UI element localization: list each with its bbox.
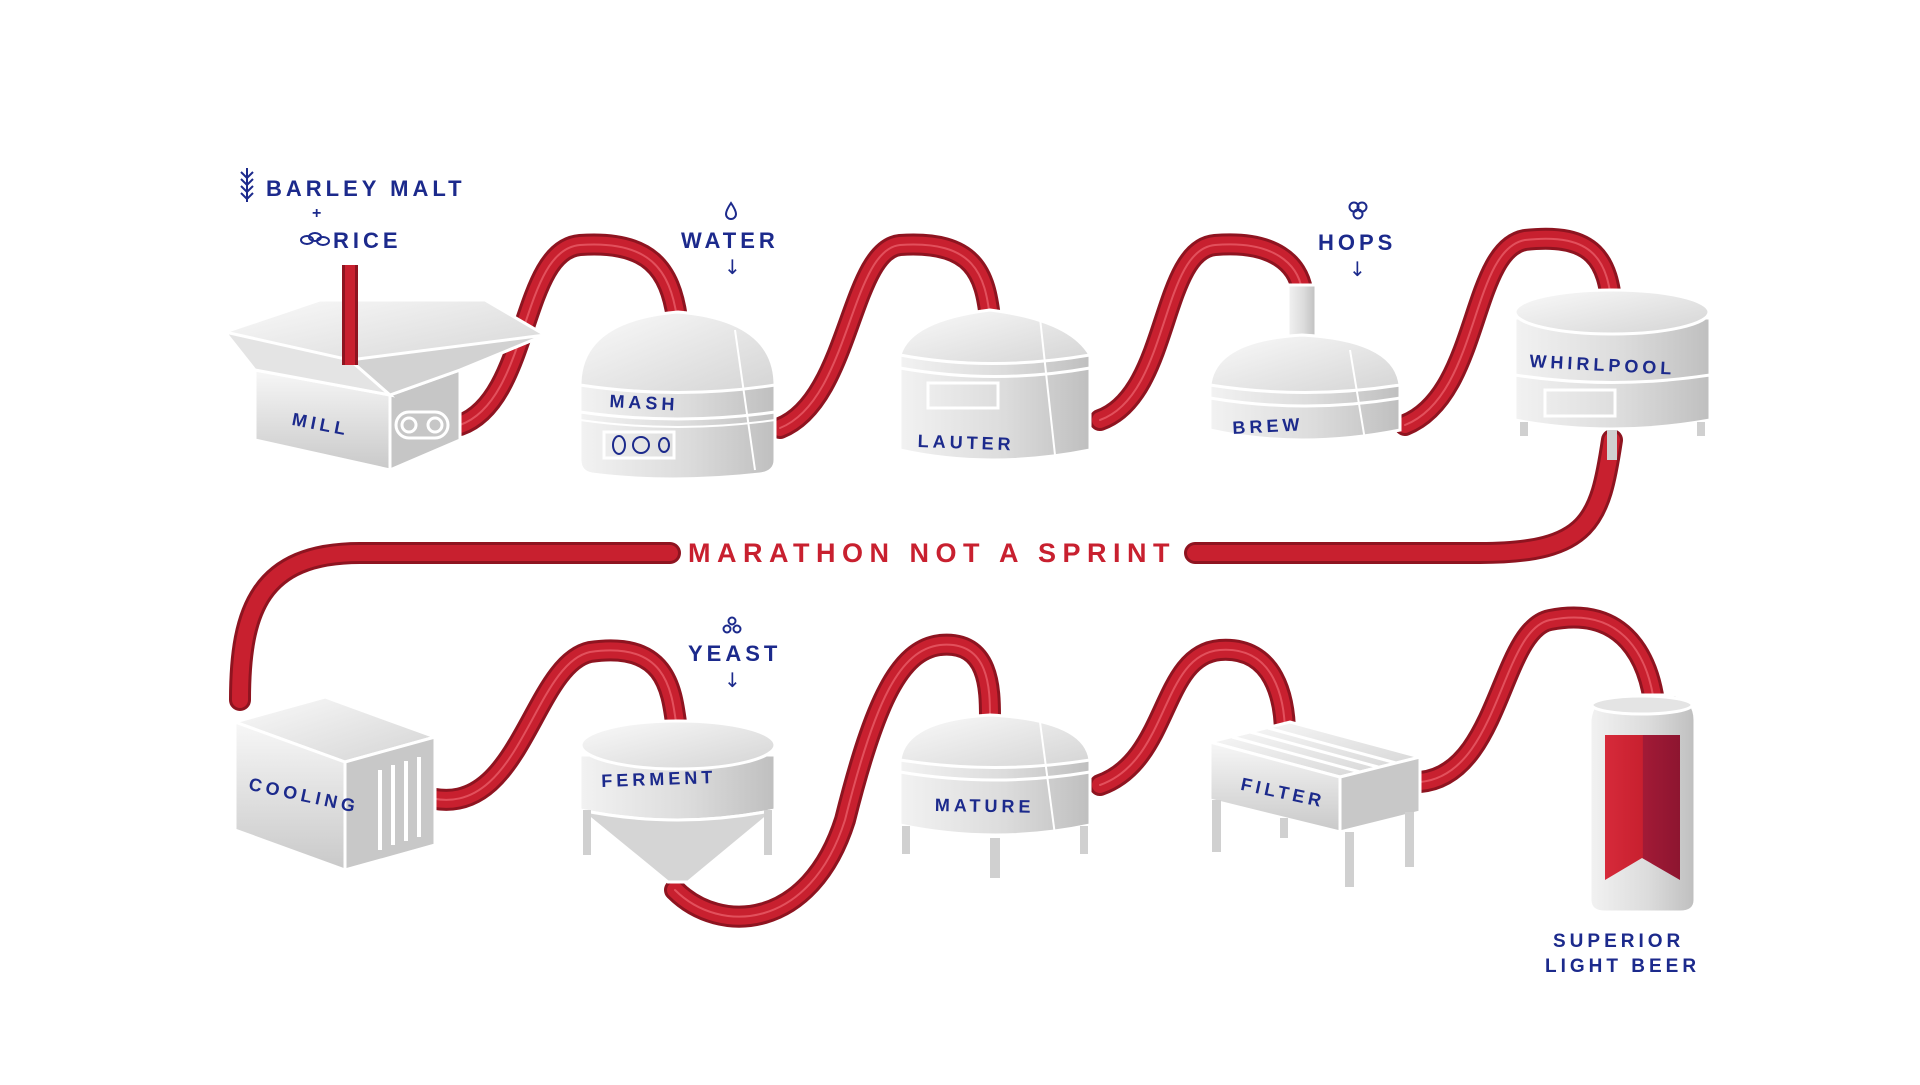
beer-can bbox=[1588, 693, 1697, 914]
mature-tank bbox=[898, 713, 1092, 878]
stage-label-brew: BREW bbox=[1231, 414, 1304, 438]
ingredient-water: WATER bbox=[681, 228, 779, 253]
down-arrow-icon: ↓ bbox=[724, 255, 741, 279]
brew-kettle bbox=[1208, 283, 1402, 442]
down-arrow-icon: ↓ bbox=[1349, 257, 1366, 281]
stage-label-lauter: LAUTER bbox=[917, 431, 1015, 455]
ingredient-hops: HOPS bbox=[1318, 230, 1397, 255]
plus-sign: + bbox=[312, 205, 326, 222]
pipe-brew-to-whirlpool bbox=[1394, 227, 1623, 436]
mill-machine bbox=[221, 265, 549, 473]
diagram-title: MARATHON NOT A SPRINT bbox=[688, 538, 1176, 568]
stage-label-mature: MATURE bbox=[934, 795, 1035, 817]
pipe-mill-to-mash bbox=[449, 233, 688, 436]
cooling-unit bbox=[230, 695, 440, 873]
lauter-tank bbox=[898, 308, 1093, 462]
filter-unit bbox=[1204, 720, 1426, 887]
down-arrow-icon: ↓ bbox=[724, 668, 741, 692]
water-drop-icon bbox=[724, 201, 738, 220]
hop-icon bbox=[1348, 201, 1368, 220]
final-product-line2: LIGHT BEER bbox=[1545, 956, 1701, 977]
stage-label-ferment: FERMENT bbox=[600, 766, 717, 791]
rice-icon bbox=[300, 232, 330, 246]
pipe-mash-to-lauter bbox=[769, 233, 1001, 439]
pipe-ferment-to-mature bbox=[664, 633, 1001, 928]
pipe-mature-to-filter bbox=[1089, 638, 1296, 796]
ingredient-barley-malt: BARLEY MALT bbox=[266, 176, 466, 201]
pipe-lauter-to-brew bbox=[1089, 233, 1313, 431]
pipe-whirlpool-to-cooling bbox=[229, 429, 1623, 711]
pipe-cooling-to-ferment bbox=[409, 639, 688, 811]
mash-tank bbox=[578, 310, 777, 481]
stage-label-mash: MASH bbox=[609, 391, 679, 415]
ferment-tank bbox=[578, 719, 777, 884]
wheat-icon bbox=[240, 168, 254, 202]
final-product-line1: SUPERIOR bbox=[1553, 931, 1685, 952]
whirlpool-tank bbox=[1513, 288, 1712, 460]
ingredient-yeast: YEAST bbox=[688, 641, 782, 666]
ingredient-rice: RICE bbox=[333, 228, 402, 253]
yeast-icon bbox=[722, 616, 742, 634]
pipe-filter-to-can bbox=[1409, 606, 1666, 793]
pipes bbox=[229, 227, 1666, 928]
